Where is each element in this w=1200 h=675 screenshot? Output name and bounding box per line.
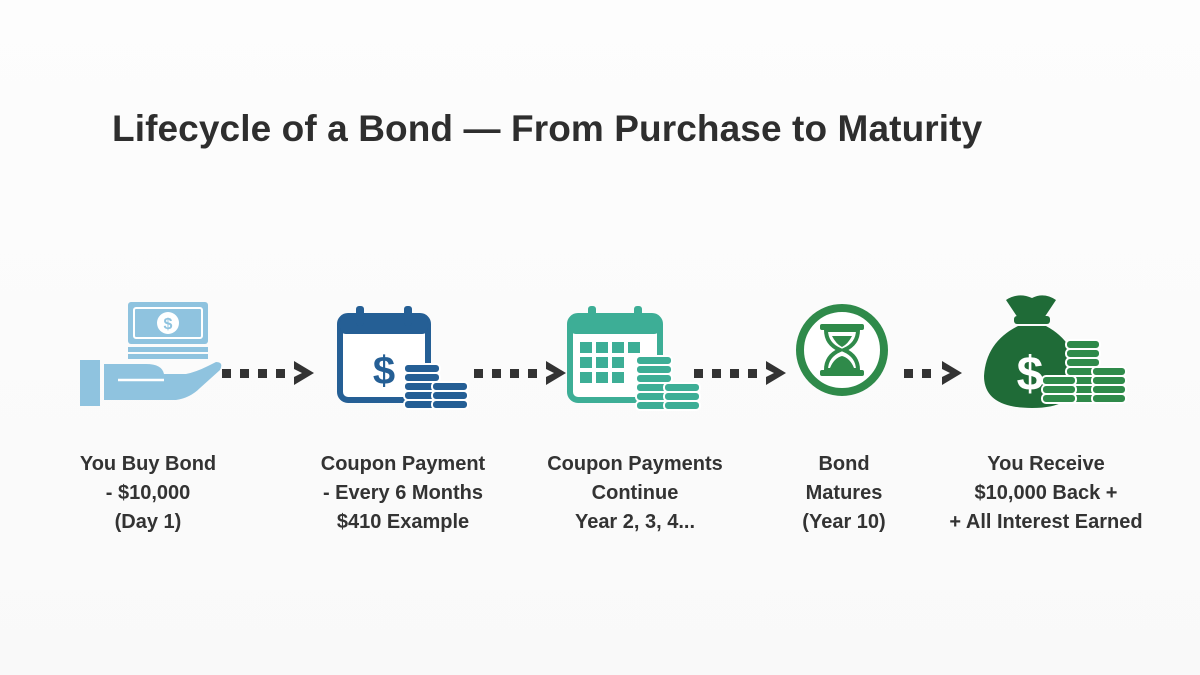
caption-line: Coupon Payments [547,453,723,475]
step-bond-matures-caption: Bond Matures (Year 10) [734,450,954,537]
arrow-right-icon [694,361,786,385]
svg-text:$: $ [373,349,395,393]
step-bond-matures-icon-area [782,290,952,420]
svg-text:$: $ [164,316,173,333]
caption-line: You Receive [987,453,1105,475]
caption-line: Continue [591,482,679,504]
arrow-right-icon [222,361,314,385]
hourglass-icon [796,304,888,396]
caption-line: Matures [805,482,883,504]
caption-line: (Year 10) [802,511,886,533]
step-receive-icon-area: $ [972,290,1142,420]
caption-line: Coupon Payment [320,453,486,475]
caption-line: $10,000 Back + [974,482,1118,504]
step-coupon-continue-icon-area [560,290,730,420]
caption-line: - $10,000 [105,482,191,504]
step-coupon-payment-icon-area: $ [330,290,500,420]
step-buy-bond-caption: You Buy Bond - $10,000 (Day 1) [38,450,258,537]
step-coupon-payment-caption: Coupon Payment - Every 6 Months $410 Exa… [293,450,513,537]
arrow-right-icon [904,361,962,385]
arrow-right-icon [474,361,566,385]
caption-line: - Every 6 Months [322,482,484,504]
step-buy-bond-icon-area: $ [78,290,248,420]
caption-line: Year 2, 3, 4... [574,511,696,533]
calendar-grid-coins-icon [567,306,701,411]
caption-line: $410 Example [336,511,470,533]
caption-line: (Day 1) [114,511,182,533]
calendar-dollar-coins-icon: $ [337,306,469,410]
caption-line: + All Interest Earned [949,511,1143,533]
caption-line: Bond [818,453,870,475]
svg-text:$: $ [1017,348,1044,401]
caption-line: You Buy Bond [79,453,217,475]
money-bag-coins-icon: $ [984,295,1127,408]
step-coupon-continue-caption: Coupon Payments Continue Year 2, 3, 4... [525,450,745,537]
step-receive-caption: You Receive $10,000 Back + + All Interes… [926,450,1166,537]
page-title: Lifecycle of a Bond — From Purchase to M… [112,108,983,149]
hand-holding-cash-icon: $ [80,302,222,406]
